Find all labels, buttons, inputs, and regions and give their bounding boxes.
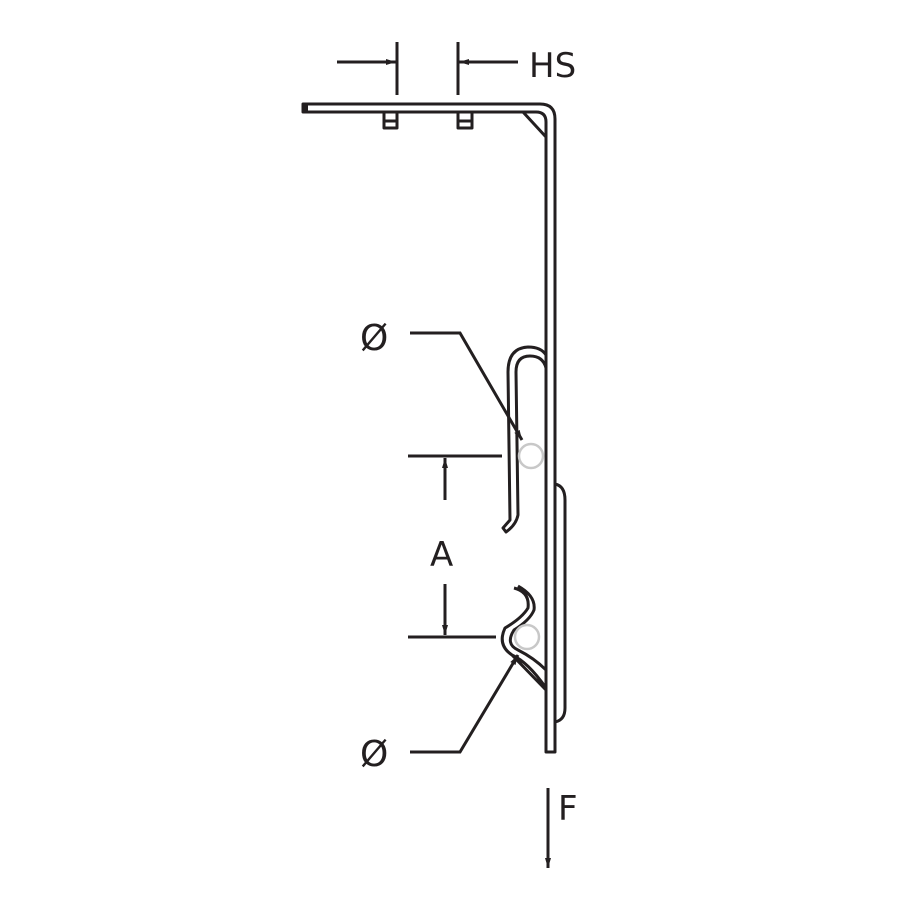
back-plate <box>554 482 567 724</box>
force-label: F <box>558 789 578 829</box>
upper-pin <box>517 442 545 470</box>
diameter-label-lower: Ø <box>360 734 388 775</box>
lower-pin <box>513 623 541 651</box>
flange-gusset <box>521 110 548 139</box>
upper-clip <box>501 345 548 534</box>
flange-end <box>303 104 308 112</box>
a-label: A <box>430 535 453 575</box>
diameter-label-upper: Ø <box>360 318 388 359</box>
hs-label: HS <box>529 46 576 86</box>
tab-left <box>382 112 399 130</box>
diameter-leader-upper <box>410 331 524 441</box>
diameter-leader-lower <box>410 654 520 754</box>
bracket-outline <box>301 102 557 754</box>
tab-right <box>456 112 474 130</box>
